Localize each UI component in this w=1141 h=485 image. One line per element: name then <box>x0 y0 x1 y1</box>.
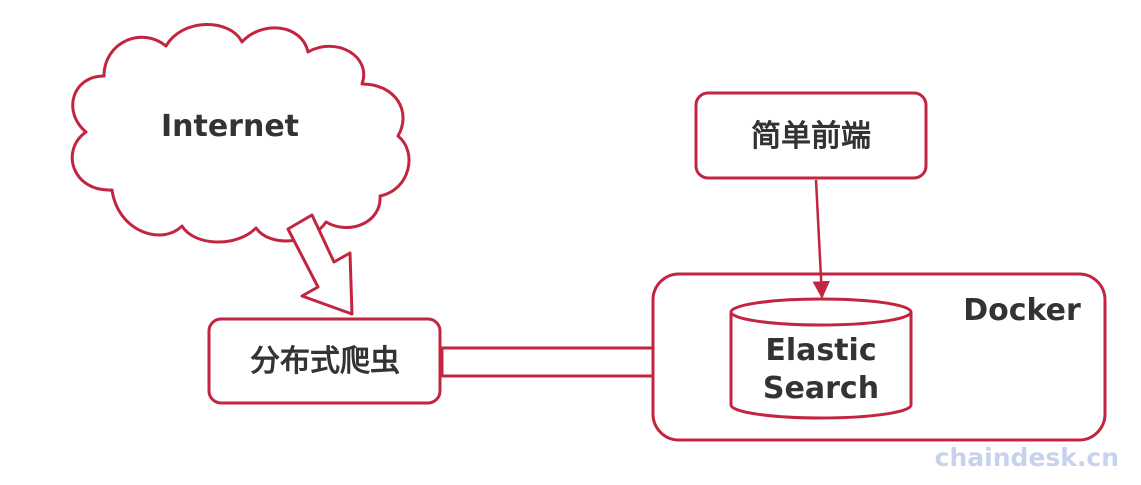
crawler-box: 分布式爬虫 <box>207 317 442 405</box>
internet-to-crawler-arrow <box>286 213 354 316</box>
elasticsearch-label-line2: Search <box>763 371 879 406</box>
frontend-to-elasticsearch-arrow <box>812 179 830 299</box>
crawler-label: 分布式爬虫 <box>250 344 400 379</box>
frontend-label: 简单前端 <box>751 119 871 154</box>
watermark-text: chaindesk.cn <box>935 443 1119 472</box>
docker-label: Docker <box>963 293 1081 328</box>
elasticsearch-label-line1: Elastic <box>765 333 876 368</box>
internet-cloud: Internet <box>70 23 411 244</box>
frontend-box: 简单前端 <box>694 91 928 180</box>
elasticsearch-database: Elastic Search <box>729 297 913 420</box>
internet-label: Internet <box>161 109 299 144</box>
